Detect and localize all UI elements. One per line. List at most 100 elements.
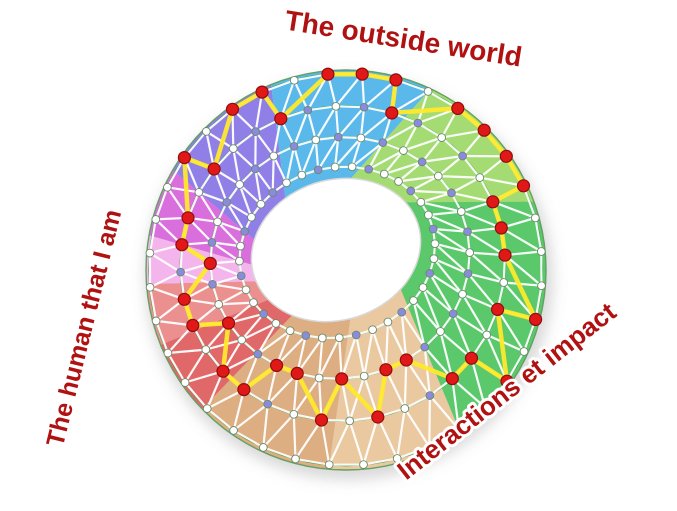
node-white — [537, 281, 546, 291]
node-white — [433, 171, 443, 181]
node-purple — [448, 309, 458, 319]
node-purple — [222, 197, 232, 207]
node-white — [454, 425, 464, 434]
node-purple — [425, 391, 435, 400]
node-red — [498, 248, 512, 262]
node-white — [317, 333, 327, 343]
node-red — [321, 67, 335, 81]
node-red — [175, 238, 189, 252]
node-white — [235, 180, 244, 189]
node-purple — [458, 151, 467, 161]
node-white — [530, 213, 540, 223]
node-white — [480, 403, 490, 412]
node-purple — [240, 227, 249, 236]
node-red — [237, 383, 251, 397]
node-purple — [259, 309, 268, 319]
label-top: The outside world — [283, 5, 524, 73]
node-purple — [301, 331, 311, 340]
node-purple — [351, 330, 361, 340]
node-white — [151, 316, 161, 326]
node-white — [379, 169, 389, 179]
node-purple — [289, 141, 299, 151]
node-white — [311, 135, 321, 145]
node-red — [500, 374, 514, 388]
mesh-nodes — [145, 67, 546, 470]
node-purple — [397, 307, 407, 317]
node-red — [464, 351, 479, 365]
node-white — [331, 101, 341, 111]
node-white — [418, 283, 428, 292]
node-purple — [359, 102, 369, 112]
node-purple — [420, 342, 430, 352]
sector-green-light — [351, 88, 534, 203]
node-white — [409, 296, 418, 305]
node-white — [289, 75, 299, 85]
node-white — [368, 325, 377, 335]
node-white — [437, 133, 447, 142]
node-red — [486, 195, 500, 209]
sector-tan-light — [328, 289, 461, 470]
node-red — [399, 353, 413, 367]
node-white — [436, 327, 445, 336]
node-white — [258, 443, 268, 452]
node-white — [202, 404, 212, 413]
node-white — [213, 217, 222, 227]
node-red — [270, 358, 284, 372]
node-purple — [406, 186, 416, 196]
node-purple — [268, 188, 278, 197]
node-white — [271, 319, 281, 328]
sector-magenta — [149, 170, 255, 265]
node-white — [456, 207, 466, 216]
node-white — [228, 144, 238, 153]
outer-boundary — [145, 69, 547, 471]
node-white — [416, 197, 426, 207]
node-red — [274, 112, 288, 126]
node-purple — [263, 399, 273, 409]
node-purple — [303, 105, 313, 115]
node-white — [458, 289, 467, 299]
node-red — [516, 179, 531, 193]
node-white — [256, 199, 266, 209]
node-red — [451, 101, 465, 116]
node-purple — [176, 267, 185, 277]
node-white — [424, 210, 433, 220]
node-red — [355, 67, 369, 81]
node-purple — [251, 127, 261, 136]
node-red — [186, 318, 200, 332]
node-white — [235, 256, 244, 266]
node-white — [282, 178, 291, 188]
node-white — [334, 333, 344, 343]
node-white — [201, 345, 211, 354]
sector-blue — [271, 70, 431, 199]
label-left: The human that I am — [41, 207, 127, 450]
node-white — [285, 326, 295, 336]
node-red — [379, 363, 393, 377]
node-red — [494, 221, 508, 235]
node-red — [221, 316, 236, 330]
node-white — [400, 404, 410, 413]
node-purple — [313, 165, 323, 175]
node-purple — [208, 279, 217, 289]
node-purple — [413, 118, 423, 128]
node-red — [371, 410, 385, 424]
node-white — [482, 330, 492, 340]
node-white — [291, 454, 300, 464]
node-white — [214, 300, 224, 309]
node-purple — [253, 349, 263, 359]
node-white — [236, 241, 245, 251]
node-white — [465, 248, 475, 257]
node-purple — [417, 157, 427, 167]
node-red — [389, 73, 403, 87]
node-purple — [447, 188, 456, 198]
node-red — [528, 312, 543, 326]
donut-hole — [250, 177, 422, 323]
node-white — [163, 182, 172, 192]
node-white — [314, 373, 324, 383]
node-white — [394, 177, 403, 186]
node-white — [475, 173, 485, 182]
node-white — [359, 460, 368, 469]
node-white — [249, 298, 258, 307]
node-white — [151, 215, 161, 224]
node-white — [383, 317, 393, 327]
node-white — [536, 247, 546, 256]
